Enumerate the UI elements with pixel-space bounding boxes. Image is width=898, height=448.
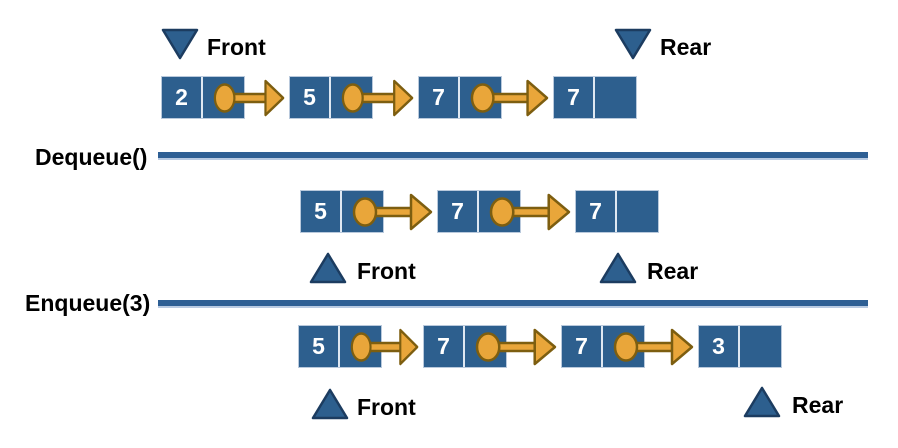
- node-value: 7: [554, 77, 595, 118]
- front-marker-up-icon: [309, 252, 347, 284]
- next-pointer-arrow-icon: [613, 328, 694, 366]
- operation-enqueue-label: Enqueue(3): [25, 290, 151, 316]
- rear-marker-up-icon: [599, 252, 637, 284]
- rear-label: Rear: [660, 34, 712, 60]
- node-value: 2: [162, 77, 203, 118]
- operation-dequeue-label: Dequeue(): [35, 144, 148, 170]
- next-pointer-arrow-icon: [213, 79, 285, 117]
- node-value: 5: [299, 326, 340, 367]
- divider-line: [158, 152, 868, 158]
- next-pointer-arrow-icon: [475, 328, 557, 366]
- next-pointer-arrow-icon: [352, 193, 433, 231]
- node-value: 7: [419, 77, 460, 118]
- next-pointer-arrow-icon: [470, 79, 549, 117]
- node-value: 7: [424, 326, 465, 367]
- front-label: Front: [357, 258, 416, 284]
- node-value: 7: [562, 326, 603, 367]
- node-value: 5: [290, 77, 331, 118]
- rear-marker-down-icon: [614, 28, 652, 60]
- rear-label: Rear: [792, 392, 844, 418]
- node-pointer-cell: [595, 77, 636, 118]
- node-value: 3: [699, 326, 740, 367]
- rear-label: Rear: [647, 258, 699, 284]
- queue-node: 3: [698, 325, 782, 368]
- front-label: Front: [357, 394, 416, 420]
- queue-node: 5: [298, 325, 382, 368]
- queue-node: 7: [553, 76, 637, 119]
- front-marker-down-icon: [161, 28, 199, 60]
- rear-marker-up-icon: [743, 386, 781, 418]
- queue-node: 7: [423, 325, 507, 368]
- node-pointer-cell: [740, 326, 781, 367]
- queue-node: 7: [575, 190, 659, 233]
- next-pointer-arrow-icon: [341, 79, 414, 117]
- node-value: 7: [576, 191, 617, 232]
- queue-node: 7: [418, 76, 502, 119]
- node-value: 5: [301, 191, 342, 232]
- divider-line: [158, 300, 868, 306]
- node-value: 7: [438, 191, 479, 232]
- node-pointer-cell: [617, 191, 658, 232]
- front-label: Front: [207, 34, 266, 60]
- next-pointer-arrow-icon: [489, 193, 571, 231]
- front-marker-up-icon: [311, 388, 349, 420]
- next-pointer-arrow-icon: [350, 328, 419, 366]
